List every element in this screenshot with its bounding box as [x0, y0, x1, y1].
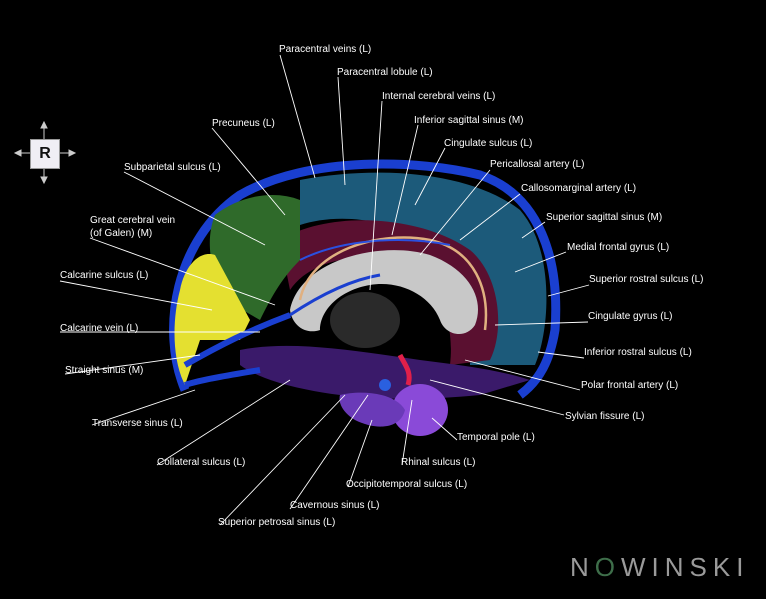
label-callosomarginal-artery: Callosomarginal artery (L): [521, 183, 636, 194]
label-polar-frontal-artery: Polar frontal artery (L): [581, 380, 678, 391]
orientation-label: R: [39, 145, 51, 162]
label-cingulate-gyrus: Cingulate gyrus (L): [588, 311, 672, 322]
label-great-cerebral-vein-line2: (of Galen) (M): [90, 228, 152, 239]
inferior-sagittal-sinus: [299, 239, 451, 261]
label-subparietal-sulcus: Subparietal sulcus (L): [124, 162, 221, 173]
label-transverse-sinus: Transverse sinus (L): [92, 418, 183, 429]
label-cavernous-sinus: Cavernous sinus (L): [290, 500, 379, 511]
label-precuneus: Precuneus (L): [212, 118, 275, 129]
temporal-pole: [392, 384, 448, 436]
transverse-sinus: [184, 367, 261, 388]
label-cingulate-sulcus: Cingulate sulcus (L): [444, 138, 532, 149]
logo-brain-ring-icon: O: [594, 552, 622, 582]
label-paracentral-lobule: Paracentral lobule (L): [337, 67, 433, 78]
logo-text: WINSKI: [621, 552, 750, 582]
label-calcarine-vein: Calcarine vein (L): [60, 323, 138, 334]
temporal-lobe: [240, 345, 530, 399]
nowinski-logo: NOWINSKI: [570, 552, 749, 583]
label-rhinal-sulcus: Rhinal sulcus (L): [401, 457, 475, 468]
label-calcarine-sulcus: Calcarine sulcus (L): [60, 270, 148, 281]
internal-carotid: [397, 353, 412, 386]
leader-lines: [59, 54, 590, 526]
label-superior-rostral-sulcus: Superior rostral sulcus (L): [589, 274, 703, 285]
label-superior-sagittal-sinus: Superior sagittal sinus (M): [546, 212, 662, 223]
brain-hemisphere: [169, 159, 561, 436]
cuneus: [174, 254, 250, 385]
label-paracentral-veins: Paracentral veins (L): [279, 44, 371, 55]
label-sylvian-fissure: Sylvian fissure (L): [565, 411, 644, 422]
corpus-callosum: [290, 250, 478, 335]
label-internal-cerebral-veins: Internal cerebral veins (L): [382, 91, 495, 102]
straight-sinus: [183, 312, 292, 368]
label-collateral-sulcus: Collateral sulcus (L): [157, 457, 245, 468]
label-occipitotemporal-sulcus: Occipitotemporal sulcus (L): [346, 479, 467, 490]
label-superior-petrosal-sinus: Superior petrosal sinus (L): [218, 517, 335, 528]
label-temporal-pole: Temporal pole (L): [457, 432, 535, 443]
label-straight-sinus: Straight sinus (M): [65, 365, 143, 376]
label-medial-frontal-gyrus: Medial frontal gyrus (L): [567, 242, 669, 253]
labels: Paracentral veins (L) Paracentral lobule…: [60, 44, 703, 528]
pericallosal-artery: [298, 236, 488, 331]
thalamus: [330, 292, 400, 348]
label-inferior-rostral-sulcus: Inferior rostral sulcus (L): [584, 347, 692, 358]
label-inferior-sagittal-sinus: Inferior sagittal sinus (M): [414, 115, 523, 126]
cavernous-sinus-node: [379, 379, 391, 391]
label-pericallosal-artery: Pericallosal artery (L): [490, 159, 584, 170]
label-great-cerebral-vein-line1: Great cerebral vein: [90, 215, 175, 226]
orientation-indicator[interactable]: R: [30, 139, 60, 169]
superior-sagittal-sinus: [169, 159, 561, 399]
inferior-temporal-surface: [339, 392, 405, 427]
logo-letter-n: N: [570, 552, 595, 582]
